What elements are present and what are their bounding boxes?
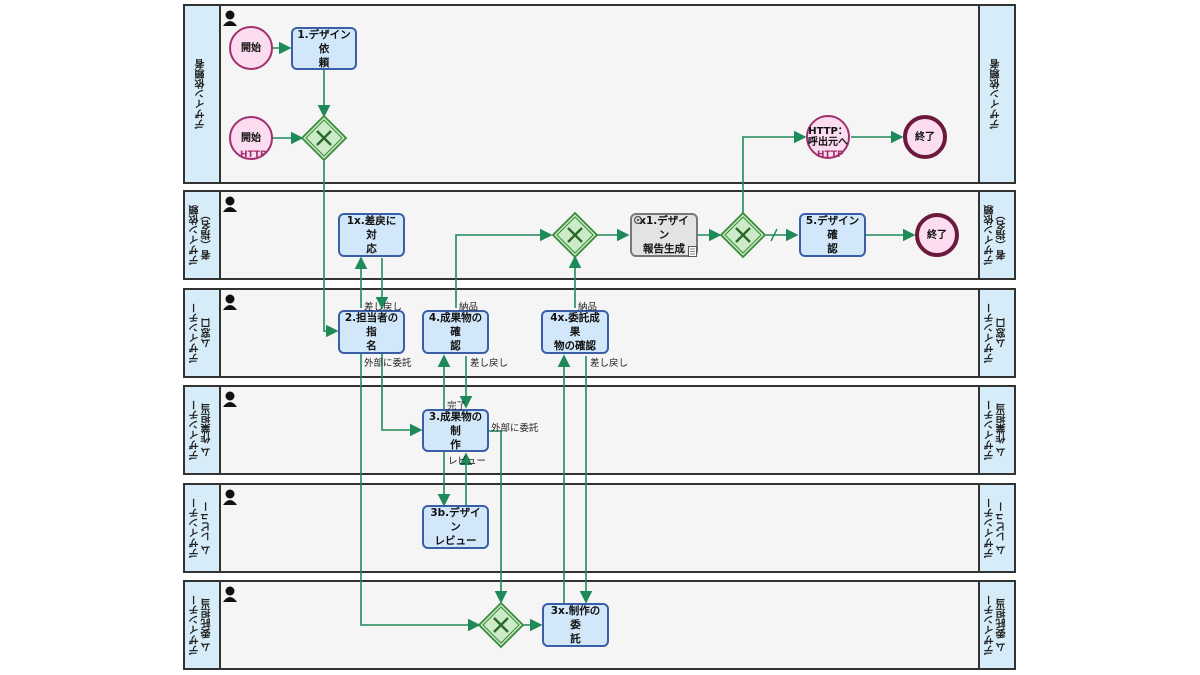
default-flow-slash <box>770 228 778 242</box>
lane-header-left: デザインチー ム窓口 <box>185 290 221 376</box>
person-icon <box>223 391 237 407</box>
lane-header-right: デザインチー ム 作業担当 <box>978 387 1014 473</box>
gateway-4 <box>719 211 767 259</box>
lane-header-left: デザインチー ム 委託担当 <box>185 582 221 668</box>
event-label: HTTP： 呼出元へ <box>808 126 848 148</box>
flow-label: 外部に委託 <box>491 423 539 434</box>
flow-label: 完了 <box>447 401 467 412</box>
flow-label: 納品 <box>459 302 479 313</box>
lane-header-right: デザイン依頼者 <box>978 6 1014 182</box>
http-label: HTTP <box>240 150 267 160</box>
flow-label: 差し戻し <box>364 302 403 313</box>
person-icon <box>223 196 237 212</box>
flow-t2-gw5 <box>360 354 481 632</box>
flow-label: 納品 <box>578 302 598 313</box>
flow-label: 差し戻し <box>590 358 629 369</box>
task-design-confirm[interactable]: 5.デザイン確 認 <box>799 213 866 257</box>
flow-t4-gw3 <box>455 228 553 308</box>
gateway-1 <box>300 114 348 162</box>
http-call-event[interactable]: HTTP： 呼出元へ <box>806 115 850 159</box>
task-produce-deliverable[interactable]: 3.成果物の制 作 <box>422 409 489 452</box>
lane-header-left: デザインチー ム 作業担当 <box>185 387 221 473</box>
task-outsource-production[interactable]: 3x.制作の委 託 <box>542 603 609 647</box>
gateway-5 <box>477 601 525 649</box>
lane-header-left: デザイン依頼者 <box>185 6 221 182</box>
task-design-request[interactable]: 1.デザイン依 頼 <box>291 27 357 70</box>
person-icon <box>223 294 237 310</box>
lane-header-left: デザイン依頼 者（指名） <box>185 192 221 278</box>
flow-label: 差し戻し <box>470 358 509 369</box>
end-event-1[interactable]: 終了 <box>903 115 947 159</box>
flow-label: レビュー <box>448 456 487 467</box>
lane-header-right: デザインチー ム窓口 <box>978 290 1014 376</box>
task-deliverable-check[interactable]: 4.成果物の確 認 <box>422 310 489 354</box>
lane-design-worker: デザインチー ム 作業担当 デザインチー ム 作業担当 <box>183 385 1016 475</box>
http-label: HTTP <box>817 150 844 160</box>
gear-icon <box>633 215 643 225</box>
flow-t3-gw5 <box>489 430 508 604</box>
event-label: 開始 <box>241 42 261 54</box>
task-outsourced-check[interactable]: 4x.委託成果 物の確認 <box>541 310 609 354</box>
lane-header-right: デザインチー ム レビュー <box>978 485 1014 571</box>
start-event-1[interactable]: 開始 <box>229 26 273 70</box>
event-label: 開始 <box>241 132 261 144</box>
lane-header-left: デザインチー ム レビュー <box>185 485 221 571</box>
task-design-review[interactable]: 3b.デザイン レビュー <box>422 505 489 549</box>
task-handle-sendback[interactable]: 1x.差戻に対 応 <box>338 213 405 257</box>
event-label: 終了 <box>927 229 947 241</box>
flow-t2-t3 <box>381 354 423 437</box>
person-icon <box>223 489 237 505</box>
flow-gw1-t2 <box>323 160 339 338</box>
person-icon <box>223 586 237 602</box>
start-event-http[interactable]: 開始 <box>229 116 273 160</box>
person-icon <box>223 10 237 26</box>
lane-header-right: デザインチー ム 委託担当 <box>978 582 1014 668</box>
flow-gw4-http <box>742 130 807 213</box>
lane-header-right: デザイン依頼 者（指名） <box>978 192 1014 278</box>
lane-design-review: デザインチー ム レビュー デザインチー ム レビュー <box>183 483 1016 573</box>
task-assign-person[interactable]: 2.担当者の指 名 <box>338 310 405 354</box>
flow-label: 外部に委託 <box>364 358 412 369</box>
calculator-icon <box>688 246 697 257</box>
gateway-3 <box>551 211 599 259</box>
end-event-2[interactable]: 終了 <box>915 213 959 257</box>
event-label: 終了 <box>915 131 935 143</box>
